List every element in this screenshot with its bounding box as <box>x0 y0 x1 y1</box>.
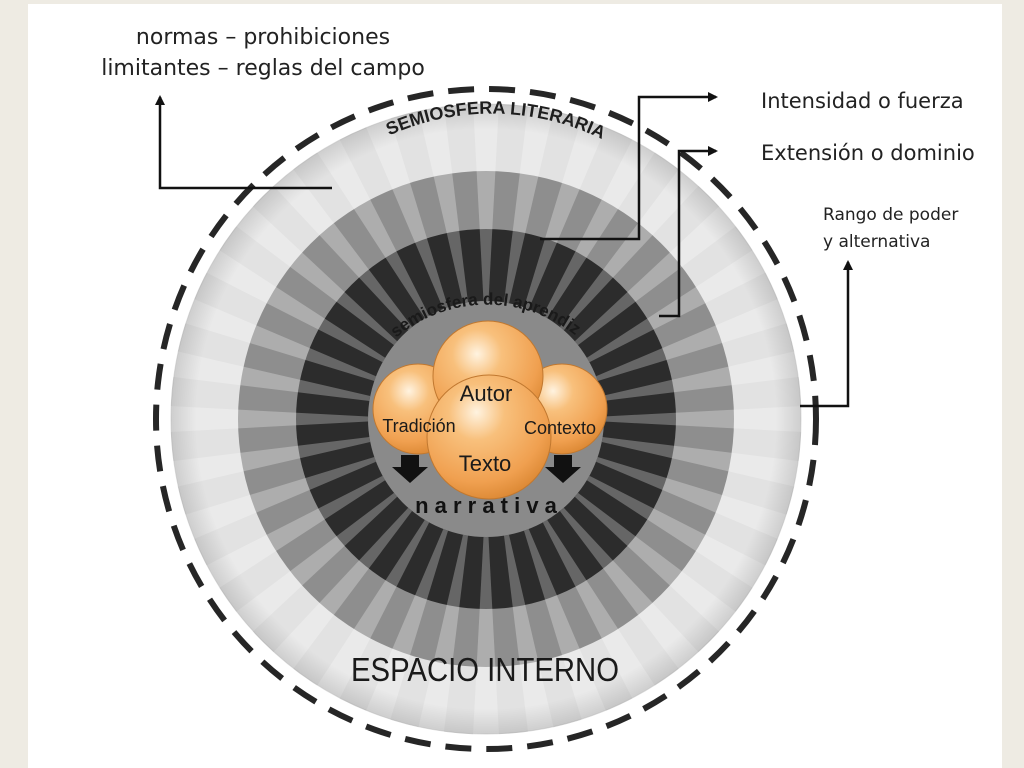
range-caption-line1: Rango de poder <box>823 205 959 225</box>
constraints-caption: normas – prohibiciones limitantes – regl… <box>98 22 428 84</box>
left-down-arrow-icon <box>392 455 428 483</box>
espacio-interno-label: ESPACIO INTERNO <box>351 651 619 688</box>
range-connector-arrow <box>800 260 853 408</box>
constraints-connector-arrow <box>155 95 332 190</box>
narrativa-label: n a r r a t i v a <box>415 493 558 518</box>
extension-caption: Extensión o dominio <box>761 141 975 165</box>
intensity-caption: Intensidad o fuerza <box>761 89 964 113</box>
texto-node <box>426 374 552 500</box>
constraints-caption-line2: limitantes – reglas del campo <box>101 56 425 81</box>
constraints-caption-line1: normas – prohibiciones <box>135 25 391 50</box>
texto-label: Texto <box>459 451 512 476</box>
extension-connector-arrow <box>659 146 718 318</box>
slide: SEMIOSFERA LITERARIA semiosfera del apre… <box>28 4 1002 768</box>
autor-label: Autor <box>460 381 513 406</box>
range-caption: Rango de poder y alternativa <box>823 202 958 256</box>
dashed-boundary <box>153 86 819 752</box>
right-down-arrow-icon <box>545 455 581 483</box>
range-caption-line2: y alternativa <box>823 232 931 252</box>
tradicion-label: Tradición <box>382 416 455 436</box>
semiosphere-diagram: SEMIOSFERA LITERARIA semiosfera del apre… <box>153 86 853 752</box>
contexto-label: Contexto <box>524 418 596 438</box>
intensity-connector-arrow <box>540 92 718 241</box>
